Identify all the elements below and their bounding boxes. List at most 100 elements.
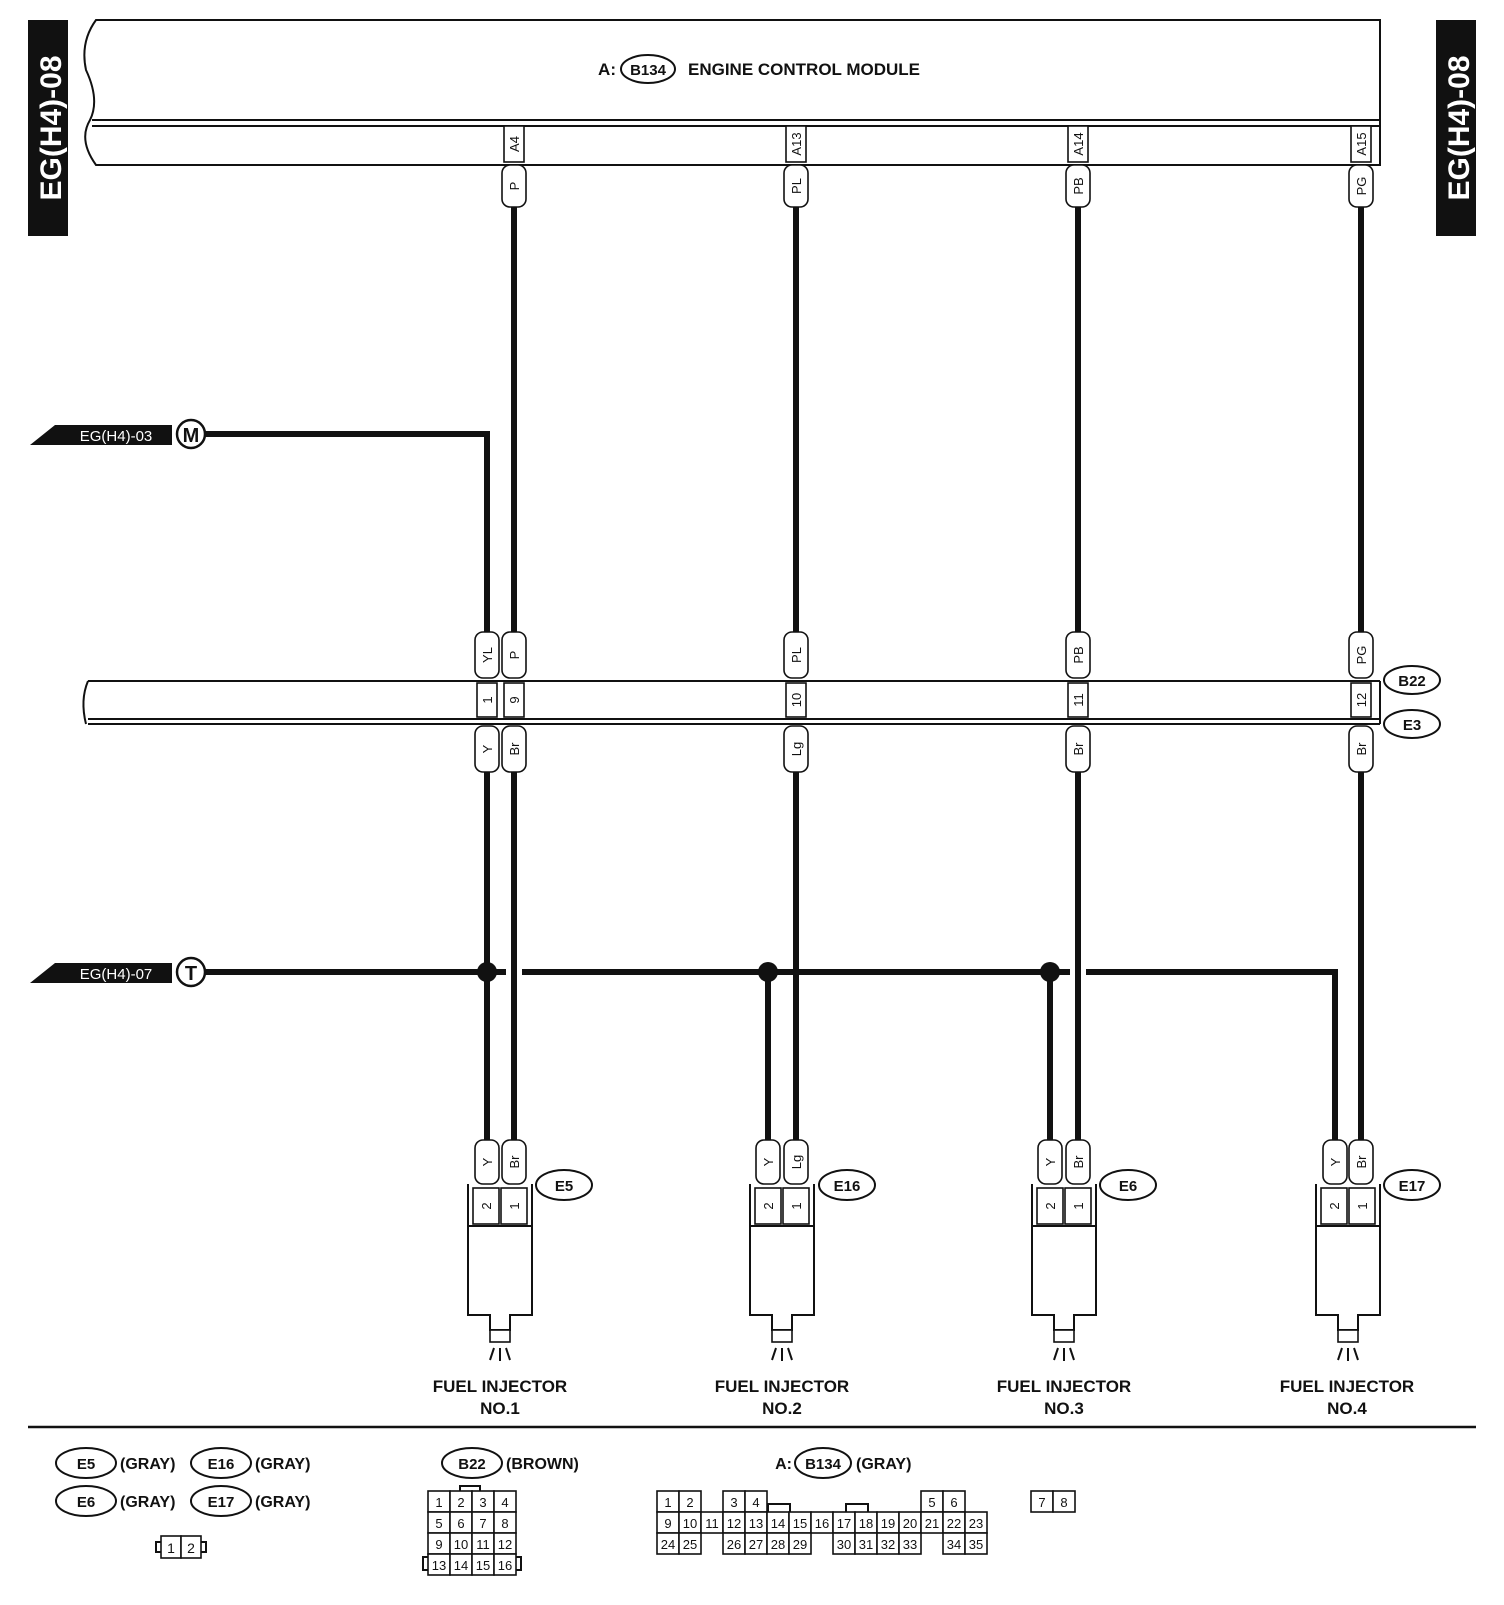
wire-tag-a15: PG bbox=[1348, 164, 1374, 208]
b22-pin-11: 11 bbox=[476, 1537, 490, 1552]
b22-pin-16: 16 bbox=[498, 1558, 512, 1573]
injector-1-connector-badge: E5 bbox=[535, 1169, 593, 1201]
legend-b22-color: (BROWN) bbox=[506, 1456, 579, 1473]
joint-connector-b22-e3: B22 E3 bbox=[82, 665, 1441, 739]
joint-circuit-11-lower-color: Br bbox=[1071, 742, 1086, 756]
splice-2 bbox=[758, 962, 778, 982]
ecm-pin-a4-label: A4 bbox=[507, 136, 522, 152]
joint-circuit-11-pin: 11 bbox=[1071, 693, 1086, 707]
b134-pin-33-cell bbox=[898, 1532, 922, 1555]
ecm-pin-a14-label: A14 bbox=[1071, 132, 1086, 155]
joint-circuit-1: YL 1 Y bbox=[474, 631, 500, 773]
b22-face-outline bbox=[422, 1485, 522, 1571]
injector-4-connector-label: E17 bbox=[1399, 1178, 1426, 1195]
legend-e-connectors: E5 (GRAY) E16 (GRAY) E6 (GRAY) E17 (GRAY… bbox=[55, 1447, 310, 1559]
injector-1-label: FUEL INJECTOR bbox=[433, 1377, 567, 1396]
injector-1-pin2: 2 bbox=[479, 1202, 494, 1209]
injector-4-label: FUEL INJECTOR bbox=[1280, 1377, 1414, 1396]
injector-3-pin2: 2 bbox=[1043, 1202, 1058, 1209]
page-ref-left[interactable]: EG(H4)-08 bbox=[28, 20, 68, 236]
b134-pin-21: 21 bbox=[925, 1516, 939, 1531]
b134-pin-19: 19 bbox=[881, 1516, 895, 1531]
injector-3-pin1: 1 bbox=[1071, 1202, 1086, 1209]
legend-e16-name: E16 bbox=[208, 1456, 235, 1473]
b134-pin-29-cell bbox=[788, 1532, 812, 1555]
legend-b134-name: B134 bbox=[805, 1456, 842, 1473]
b134-pin-9: 9 bbox=[664, 1516, 671, 1531]
b134-pin-30: 30 bbox=[837, 1537, 851, 1552]
joint-circuit-10-lower-color: Lg bbox=[789, 742, 804, 756]
wire-tag-a4-label: P bbox=[507, 182, 522, 191]
ecm-connector-badge: B134 bbox=[620, 54, 676, 84]
b134-pin-14: 14 bbox=[771, 1516, 785, 1531]
ecm-pin-a13-label: A13 bbox=[789, 132, 804, 155]
offpage-ref-m: EG(H4)-03 bbox=[80, 428, 153, 445]
injector-1-number: NO.1 bbox=[480, 1399, 520, 1418]
injector-1-connector-label: E5 bbox=[555, 1178, 573, 1195]
legend-b134-prefix: A: bbox=[775, 1456, 792, 1473]
injector-1-pin2-color: Y bbox=[480, 1157, 495, 1166]
b134-pin-28: 28 bbox=[771, 1537, 785, 1552]
offpage-connector-t[interactable]: EG(H4)-07 T bbox=[30, 956, 207, 988]
injector-4-pin1: 1 bbox=[1355, 1202, 1370, 1209]
ecm-pin-a4: A4 bbox=[503, 125, 525, 163]
joint-circuit-1-upper-color: YL bbox=[480, 647, 495, 663]
e3-badge: E3 bbox=[1383, 709, 1441, 739]
engine-control-module: A: B134 ENGINE CONTROL MODULE bbox=[83, 19, 1381, 166]
wire-tag-a13-label: PL bbox=[789, 178, 804, 194]
b134-pin-35: 35 bbox=[969, 1537, 983, 1552]
injector-2-number: NO.2 bbox=[762, 1399, 802, 1418]
offpage-connector-m[interactable]: EG(H4)-03 M bbox=[30, 418, 207, 450]
legend-e5-name: E5 bbox=[77, 1456, 95, 1473]
e3-label: E3 bbox=[1403, 717, 1421, 734]
joint-circuit-9-pin: 9 bbox=[507, 696, 522, 703]
injector-2-label: FUEL INJECTOR bbox=[715, 1377, 849, 1396]
b134-pin-7: 7 bbox=[1038, 1495, 1045, 1510]
legend-e-connector-face: 1 2 bbox=[155, 1535, 207, 1559]
injector-4-connector-badge: E17 bbox=[1383, 1169, 1441, 1201]
injector-3-label: FUEL INJECTOR bbox=[997, 1377, 1131, 1396]
legend-e-pin-1: 1 bbox=[167, 1540, 175, 1556]
b22-pin-1: 1 bbox=[435, 1495, 442, 1510]
b134-pin-2: 2 bbox=[686, 1495, 693, 1510]
fuel-injector-4: Y Br 2 1 E17 FUEL INJECTOR NO.4 bbox=[1280, 1139, 1441, 1418]
joint-circuit-11-upper-color: PB bbox=[1071, 646, 1086, 663]
injector-3-connector-label: E6 bbox=[1119, 1178, 1137, 1195]
fuel-injector-2: Y Lg 2 1 E16 FUEL INJECTOR NO.2 bbox=[715, 1139, 876, 1418]
b134-pin-34: 34 bbox=[947, 1537, 961, 1552]
joint-circuit-10-upper-color: PL bbox=[789, 647, 804, 663]
b134-pin-27: 27 bbox=[749, 1537, 763, 1552]
b134-pin-11: 11 bbox=[705, 1516, 719, 1531]
legend-e-pin-2: 2 bbox=[187, 1540, 195, 1556]
b134-pin-1: 1 bbox=[664, 1495, 671, 1510]
b134-pin-3: 3 bbox=[730, 1495, 737, 1510]
ecm-pin-a13: A13 bbox=[785, 125, 807, 163]
b134-pin-24: 24 bbox=[661, 1537, 675, 1552]
b134-pin-16: 16 bbox=[815, 1516, 829, 1531]
joint-circuit-12: PG 12 Br bbox=[1348, 631, 1374, 773]
b22-pin-5: 5 bbox=[435, 1516, 442, 1531]
fuel-injector-3: Y Br 2 1 E6 FUEL INJECTOR NO.3 bbox=[997, 1139, 1157, 1418]
b22-pin-2: 2 bbox=[457, 1495, 464, 1510]
b134-pin-17: 17 bbox=[837, 1516, 851, 1531]
page-ref-right-label: EG(H4)-08 bbox=[1443, 55, 1476, 200]
wire-tag-a14: PB bbox=[1065, 164, 1091, 208]
legend-e17-name: E17 bbox=[208, 1494, 235, 1511]
offpage-letter-t: T bbox=[185, 963, 197, 985]
wire-tag-a4: P bbox=[501, 164, 527, 208]
b134-pin-33: 33 bbox=[903, 1537, 917, 1552]
b134-pin-25: 25 bbox=[683, 1537, 697, 1552]
offpage-ref-t: EG(H4)-07 bbox=[80, 966, 153, 983]
b134-pin-29: 29 bbox=[793, 1537, 807, 1552]
b22-pin-16-cell bbox=[493, 1553, 517, 1576]
b134-pin-8: 8 bbox=[1060, 1495, 1067, 1510]
b134-pin-4: 4 bbox=[752, 1495, 759, 1510]
wire-offpage-m bbox=[205, 431, 490, 632]
splice-1 bbox=[477, 962, 497, 982]
joint-circuit-10: PL 10 Lg bbox=[783, 631, 809, 773]
page-ref-right[interactable]: EG(H4)-08 bbox=[1436, 20, 1476, 236]
b134-pin-8-cell bbox=[1052, 1490, 1076, 1513]
